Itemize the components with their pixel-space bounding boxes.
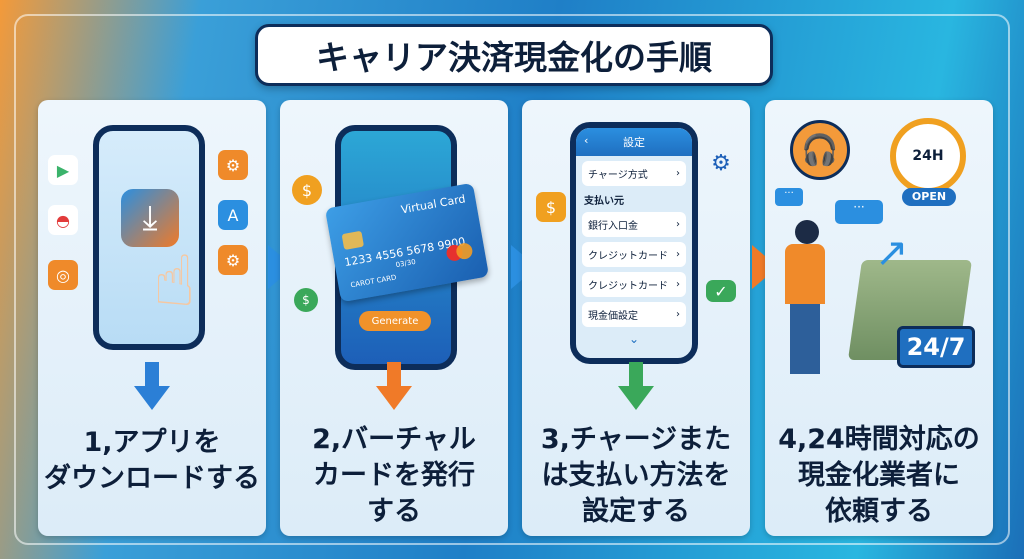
payment-row[interactable]: クレジットカード›: [582, 272, 686, 297]
chat-bubble-icon: ···: [835, 200, 883, 224]
step-4-caption: 4,24時間対応の 現金化業者に 依頼する: [778, 424, 980, 527]
operator-avatar: 🎧: [790, 120, 850, 180]
gear-app-icon: ⚙: [218, 245, 248, 275]
download-icon[interactable]: ⤓: [121, 189, 179, 247]
settings-app-icon: ⚙: [218, 150, 248, 180]
step-1-panel: ▶ ◓ ◎ ⚙ A ⚙ ⤓ ☝ 1,アプリを ダウンロードする: [38, 100, 266, 536]
open-badge: OPEN: [902, 188, 956, 206]
generate-button[interactable]: Generate: [359, 311, 431, 331]
cash-icon: ✓: [706, 280, 736, 302]
page-title: キャリア決済現金化の手順: [255, 24, 773, 86]
down-arrow-icon: [376, 362, 412, 412]
down-arrow-icon: [134, 362, 170, 412]
down-arrow-icon: [618, 362, 654, 412]
charge-method-row[interactable]: チャージ方式›: [582, 161, 686, 186]
trend-arrow-icon: ↗: [875, 230, 909, 276]
gear-icon: ⚙: [711, 150, 731, 176]
screen-header: ‹ 設定: [576, 128, 692, 156]
step-2-caption: 2,バーチャル カードを発行 する: [312, 424, 476, 527]
camera-app-icon: ◎: [48, 260, 78, 290]
phone: ⤓: [93, 125, 205, 350]
pointing-hand-icon: ☝: [153, 240, 196, 322]
person-icon: [785, 220, 825, 380]
step-3-caption: 3,チャージまた は支払い方法を 設定する: [540, 424, 732, 527]
step-1-caption: 1,アプリを ダウンロードする: [44, 427, 260, 494]
payment-row[interactable]: 現金価設定›: [582, 302, 686, 327]
chip-icon: [341, 230, 365, 250]
payment-row[interactable]: 銀行入口金›: [582, 212, 686, 237]
back-icon[interactable]: ‹: [584, 134, 589, 147]
step-4-panel: 🎧 24H OPEN ··· ··· ↗ 24/7 4,24時間対応の 現金化業…: [765, 100, 993, 536]
dollar-green-icon: $: [294, 288, 318, 312]
mastercard-icon: [445, 241, 475, 263]
step-2-panel: $ $ Generate Virtual Card 1233 4556 5678…: [280, 100, 508, 536]
outer-frame: [14, 14, 1010, 545]
step-3-panel: $ ⚙ ✓ ‹ 設定 チャージ方式› 支払い元 銀行入口金› クレジットカード›…: [522, 100, 750, 536]
dollar-icon: $: [292, 175, 322, 205]
dollar-icon: $: [536, 192, 566, 222]
chevron-down-icon[interactable]: ⌄: [628, 332, 640, 346]
chat-bubble-icon: ···: [775, 188, 803, 206]
payment-row[interactable]: クレジットカード›: [582, 242, 686, 267]
app-icon: ◓: [48, 205, 78, 235]
clock-icon: 24H: [890, 118, 966, 194]
play-store-icon: ▶: [48, 155, 78, 185]
24-7-badge: 24/7: [897, 326, 975, 368]
phone: ‹ 設定 チャージ方式› 支払い元 銀行入口金› クレジットカード› クレジット…: [570, 122, 698, 364]
app-store-icon: A: [218, 200, 248, 230]
